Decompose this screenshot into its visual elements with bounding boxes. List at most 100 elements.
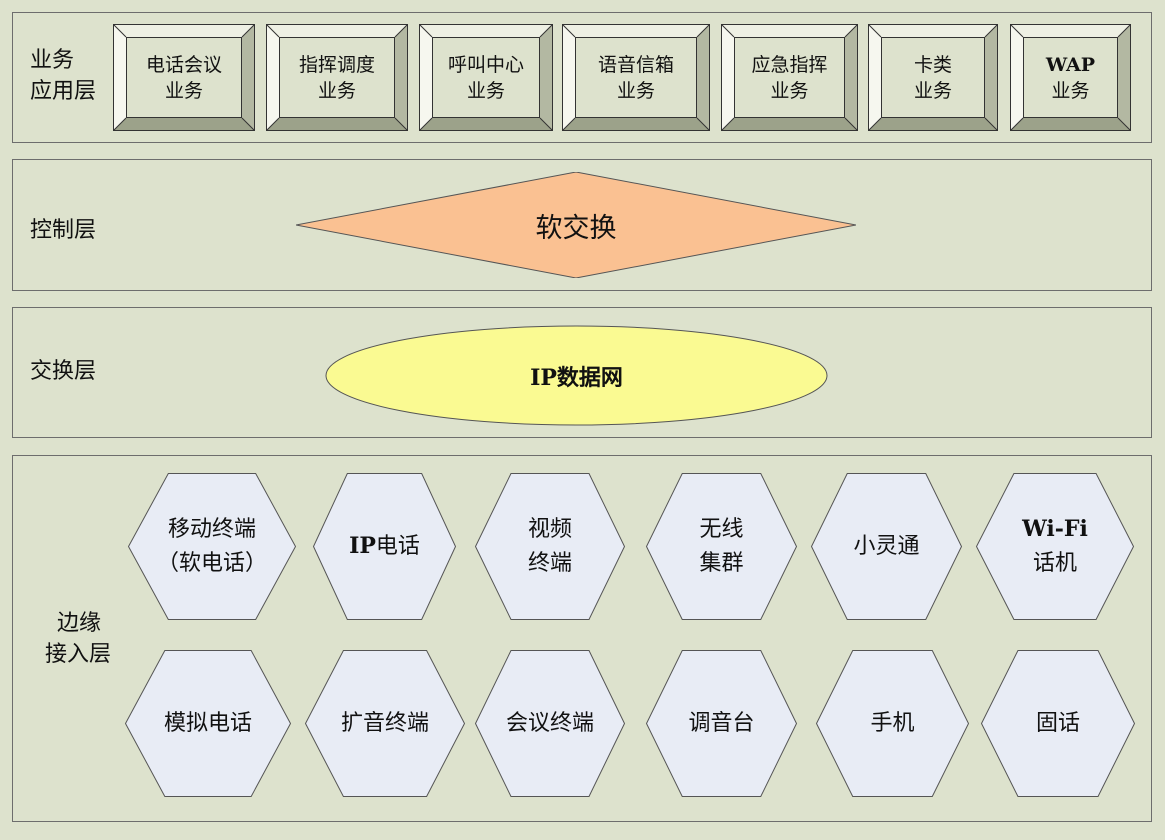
terminal-label-line2: 集群 [699, 550, 744, 576]
terminal-label-line1: 视频 [527, 516, 572, 542]
hexagon-shape [811, 473, 962, 620]
edge-access-title-line1: 边缘 [57, 611, 102, 636]
ip-network-ellipse: IP数据网 [325, 325, 828, 426]
service-button: 语音信箱业务 [562, 24, 710, 131]
terminal-label-line1: 手机 [870, 710, 915, 736]
service-label-line2: 业务 [164, 79, 203, 102]
terminal-label: 模拟电话 [125, 650, 291, 797]
terminal-hexagon: IP电话 [313, 473, 456, 620]
terminal-hexagon: 小灵通 [811, 473, 962, 620]
service-button: 呼叫中心业务 [419, 24, 553, 131]
service-button: 电话会议业务 [113, 24, 255, 131]
service-label-line1: 指挥调度 [298, 53, 375, 76]
terminal-label-line1: 调音台 [688, 710, 755, 736]
service-label-line2: 业务 [616, 79, 655, 102]
service-button-label: 电话会议业务 [126, 37, 242, 118]
hexagon-shape [125, 650, 291, 797]
service-button-label: 语音信箱业务 [575, 37, 697, 118]
service-label-line2: 业务 [466, 79, 505, 102]
service-button-label: 应急指挥业务 [734, 37, 845, 118]
terminal-hexagon: 模拟电话 [125, 650, 291, 797]
application-layer-title-line2: 应用层 [30, 79, 97, 104]
terminal-hexagon: 手机 [816, 650, 969, 797]
service-label-line1: WAP [1045, 53, 1096, 76]
control-layer-title: 控制层 [30, 218, 97, 243]
service-button: 卡类业务 [868, 24, 998, 131]
bevel-frame [113, 24, 255, 131]
terminal-label: 视频终端 [475, 473, 625, 620]
service-button: WAP 业务 [1010, 24, 1131, 131]
softswitch-diamond: 软交换 [296, 172, 856, 278]
terminal-label: 固话 [981, 650, 1135, 797]
service-button-label: 呼叫中心业务 [432, 37, 540, 118]
terminal-label-line2: 话机 [1032, 551, 1077, 576]
terminal-hexagon: 视频终端 [475, 473, 625, 620]
terminal-label-line1: IP电话 [349, 533, 420, 559]
terminal-label-line1: 模拟电话 [163, 710, 252, 736]
application-layer-title-line1: 业务 [30, 48, 75, 73]
hexagon-shape [976, 473, 1134, 620]
hexagon-shape [646, 650, 797, 797]
terminal-hexagon: 调音台 [646, 650, 797, 797]
terminal-hexagon: Wi-Fi 话机 [976, 473, 1134, 620]
terminal-label: 小灵通 [811, 473, 962, 620]
bevel-frame [562, 24, 710, 131]
terminal-hexagon: 会议终端 [475, 650, 625, 797]
terminal-label: IP电话 [313, 473, 456, 620]
bevel-frame [266, 24, 408, 131]
terminal-label: 手机 [816, 650, 969, 797]
terminal-label: 调音台 [646, 650, 797, 797]
terminal-hexagon: 无线集群 [646, 473, 797, 620]
switching-layer-title: 交换层 [30, 359, 97, 384]
terminal-label-line1: 无线 [699, 516, 744, 542]
terminal-label: 扩音终端 [305, 650, 465, 797]
terminal-label-line1: 会议终端 [505, 710, 594, 736]
bevel-frame [419, 24, 553, 131]
hexagon-shape [646, 473, 797, 620]
bevel-frame [868, 24, 998, 131]
service-label-line2: 业务 [913, 79, 952, 102]
hexagon-shape [475, 650, 625, 797]
terminal-hexagon: 移动终端 （软电话） [128, 473, 296, 620]
bevel-frame [721, 24, 858, 131]
bevel-frame [1010, 24, 1131, 131]
ip-network-label: IP数据网 [530, 364, 623, 391]
service-label-line1: 语音信箱 [597, 53, 674, 76]
terminal-hexagon: 固话 [981, 650, 1135, 797]
hexagon-shape [305, 650, 465, 797]
ellipse-shape [325, 325, 828, 426]
service-button: 应急指挥业务 [721, 24, 858, 131]
hexagon-shape [981, 650, 1135, 797]
service-label-line2: 业务 [1051, 79, 1090, 102]
hexagon-shape [313, 473, 456, 620]
service-button-label: 指挥调度业务 [279, 37, 395, 118]
terminal-label-line1: Wi-Fi [1022, 516, 1088, 542]
hexagon-shape [128, 473, 296, 620]
service-label-line2: 业务 [317, 79, 356, 102]
terminal-label: Wi-Fi 话机 [976, 473, 1134, 620]
edge-access-layer-title: 边缘 接入层 [45, 608, 111, 670]
service-label-line1: 应急指挥 [751, 53, 828, 76]
service-label-line1: 呼叫中心 [447, 53, 524, 76]
hexagon-shape [475, 473, 625, 620]
terminal-hexagon: 扩音终端 [305, 650, 465, 797]
terminal-label-line1: 扩音终端 [340, 710, 429, 736]
service-label-line1: 电话会议 [145, 53, 222, 76]
edge-access-title-line2: 接入层 [45, 642, 112, 667]
service-label-line1: 卡类 [913, 53, 952, 76]
terminal-label-line2: （软电话） [156, 550, 267, 576]
terminal-label-line2: 终端 [527, 550, 572, 576]
terminal-label-line1: 固话 [1035, 710, 1080, 736]
application-layer-title: 业务 应用层 [30, 45, 96, 107]
service-button: 指挥调度业务 [266, 24, 408, 131]
terminal-label-line1: 移动终端 [167, 516, 256, 542]
hexagon-shape [816, 650, 969, 797]
service-button-label: WAP 业务 [1023, 37, 1118, 118]
terminal-label: 移动终端 （软电话） [128, 473, 296, 620]
terminal-label-line1: 小灵通 [853, 533, 920, 559]
service-label-line2: 业务 [770, 79, 809, 102]
diamond-shape [296, 172, 856, 278]
terminal-label: 无线集群 [646, 473, 797, 620]
softswitch-label: 软交换 [535, 212, 617, 244]
